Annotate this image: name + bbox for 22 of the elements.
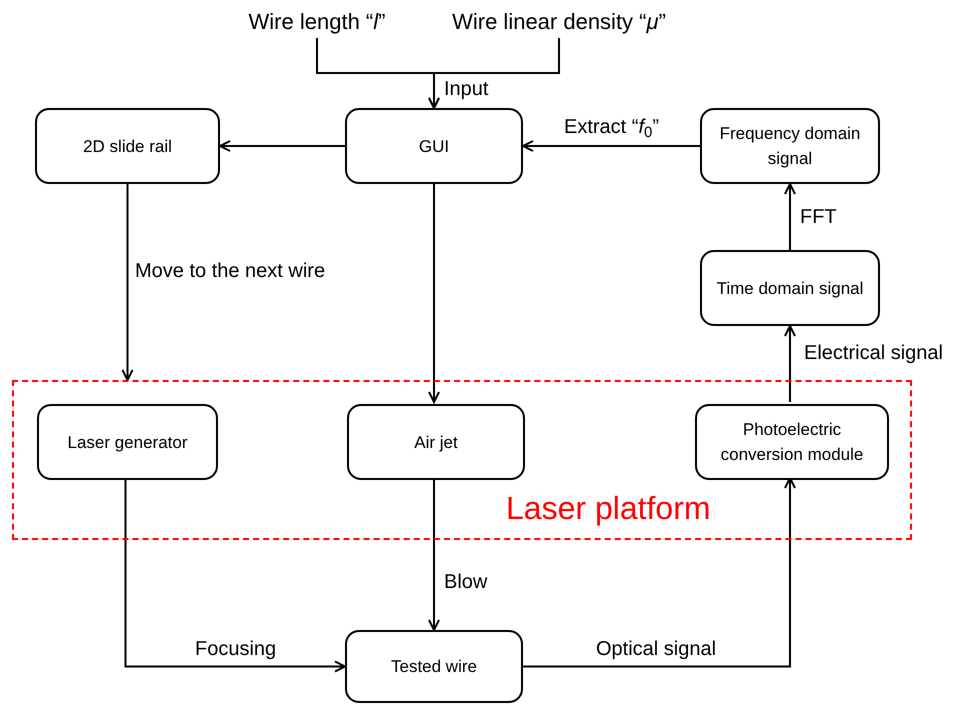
arrow [784, 183, 796, 250]
arrow [523, 477, 796, 668]
arrow [522, 140, 700, 152]
region-title: Laser platform [506, 492, 711, 524]
process-box: Frequency domain signal [700, 108, 880, 184]
process-box: 2D slide rail [35, 108, 220, 184]
arrow [428, 184, 440, 403]
process-box: Air jet [347, 404, 525, 480]
process-box: Tested wire [345, 630, 523, 703]
arrow [124, 478, 346, 672]
process-box: Photoelectric conversion module [695, 404, 889, 480]
arrow [784, 325, 796, 402]
arrow [428, 478, 440, 631]
process-box: Laser generator [37, 404, 218, 480]
arrow [219, 140, 345, 152]
arrow [122, 184, 134, 381]
arrow [428, 38, 560, 109]
platform-region [12, 380, 912, 540]
process-box: GUI [345, 108, 523, 184]
input-label: Wire length “l” [232, 4, 402, 38]
input-label: Wire linear density “μ” [436, 4, 682, 38]
process-box: Time domain signal [700, 250, 880, 326]
